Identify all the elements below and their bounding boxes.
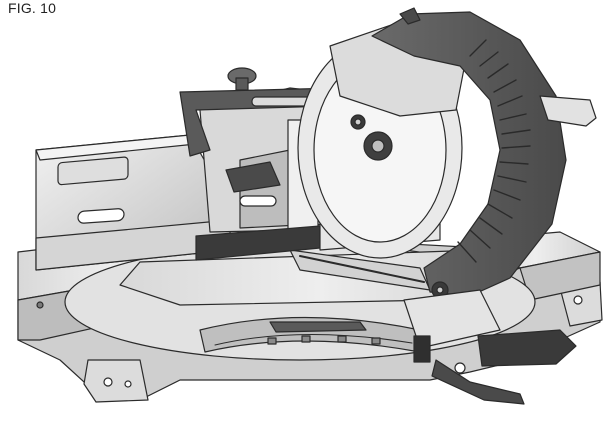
fence-slot-upper: [57, 156, 129, 186]
kerf-slot: [299, 255, 425, 283]
miter-detents: [267, 335, 381, 345]
arbor-bolt-inner: [371, 139, 385, 153]
guard-pivot-center: [436, 286, 444, 294]
figure-label: FIG. 10: [8, 0, 57, 16]
miter-release-lever: [431, 359, 525, 405]
clamp-slot: [239, 195, 277, 207]
left-foot-hole-2: [124, 380, 132, 388]
miter-scale-edge: [214, 333, 413, 346]
pivot-bolt-center: [354, 118, 362, 126]
lever-pivot: [454, 362, 466, 374]
left-foot-hole: [103, 377, 113, 387]
left-foot: [83, 359, 149, 403]
miter-lock-handle: [477, 329, 577, 367]
guard-top-tab: [399, 7, 421, 25]
front-arm: [403, 289, 501, 349]
clamp-block: [225, 161, 281, 193]
left-base-bolt: [36, 301, 44, 309]
front-arm-window: [413, 335, 431, 363]
top-knob-stem: [235, 77, 249, 91]
miter-pointer: [269, 321, 367, 333]
rear-handle: [539, 95, 597, 127]
fence-slot-lower: [77, 208, 125, 224]
right-foot-hole: [573, 295, 583, 305]
blade-guard-ribs: [457, 39, 531, 263]
